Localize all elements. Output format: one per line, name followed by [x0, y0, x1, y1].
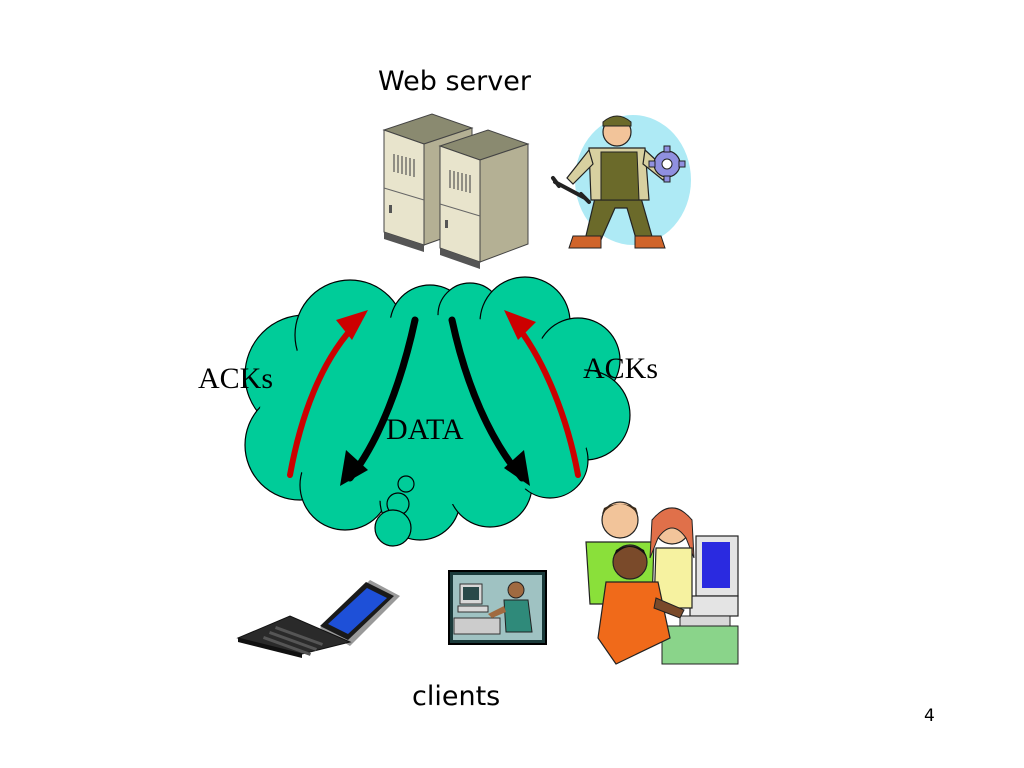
ack-arrow-right	[511, 319, 581, 478]
ack-arrow-left	[287, 319, 361, 478]
laptop-icon	[236, 580, 400, 658]
acks-right-label: ACKs	[583, 352, 659, 385]
server-rack-icon	[382, 113, 530, 269]
desktop-user-icon	[448, 570, 547, 645]
technician-with-gear-icon	[551, 115, 691, 249]
students-at-computer-icon	[585, 501, 739, 665]
ack-arrowhead-left	[336, 310, 368, 340]
acks-left-label: ACKs	[198, 362, 274, 395]
data-arrowhead-right	[504, 450, 530, 486]
cloud-tail	[374, 475, 415, 547]
web-server-label: Web server	[378, 66, 531, 97]
clients-label: clients	[412, 681, 501, 712]
ack-arrows	[287, 319, 581, 478]
ack-arrowhead-right	[504, 310, 536, 340]
data-label: DATA	[386, 413, 464, 446]
data-arrowhead-left	[340, 450, 368, 486]
page-number: 4	[924, 706, 935, 726]
